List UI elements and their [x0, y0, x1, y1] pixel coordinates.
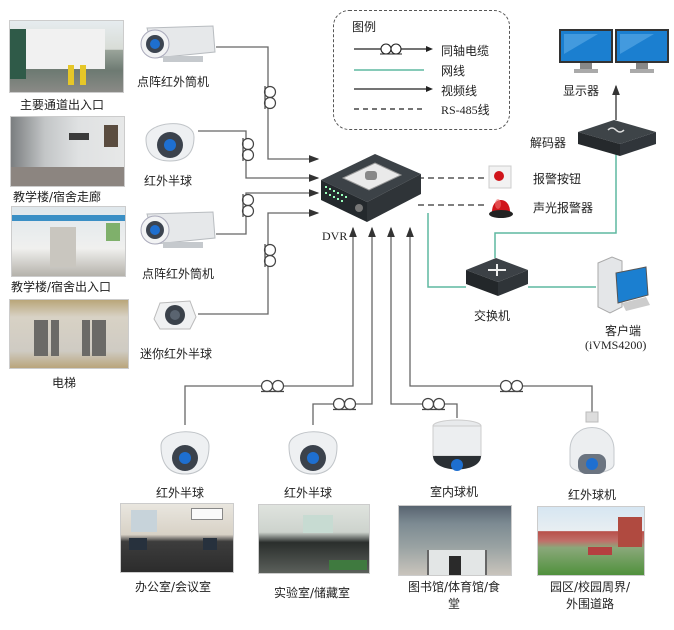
monitor-label: 显示器 — [563, 84, 600, 98]
switch-label: 交换机 — [474, 309, 511, 323]
coax-wire-bottom-4 — [406, 226, 593, 413]
bullet-camera-icon — [140, 25, 216, 62]
camera-label-bottom-3: 室内球机 — [430, 485, 479, 499]
camera-label-2: 红外半球 — [144, 174, 193, 188]
coax-wire-bottom-2 — [312, 226, 376, 425]
legend-title: 图例 — [352, 20, 377, 34]
site-label-building-entrance: 教学楼/宿舍出入口 — [11, 280, 112, 294]
site-label-main-entrance: 主要通道出入口 — [20, 98, 105, 112]
dome-camera-icon — [145, 123, 195, 162]
site-label-office: 办公室/会议室 — [135, 580, 212, 594]
site-label-campus: 园区/校园周界/ 外围道路 — [530, 578, 650, 612]
site-label-laboratory: 实验室/储藏室 — [274, 586, 351, 600]
site-label-campus-line2: 外围道路 — [565, 597, 614, 611]
camera-label-bottom-4: 红外球机 — [568, 488, 617, 502]
client-pc-icon — [597, 256, 650, 314]
legend-coax-symbol — [354, 43, 433, 55]
photo-laboratory — [258, 504, 370, 574]
legend-coax-label: 同轴电缆 — [441, 44, 490, 58]
photo-elevator — [9, 299, 129, 369]
dome-camera-icon — [160, 431, 210, 475]
site-label-campus-line1: 园区/校园周界/ — [549, 580, 631, 594]
site-label-library: 图书馆/体育馆/食 堂 — [398, 578, 510, 612]
photo-main-entrance — [9, 20, 124, 93]
legend-network-label: 网线 — [441, 64, 466, 78]
camera-label-bottom-1: 红外半球 — [156, 486, 205, 500]
legend-video-label: 视频线 — [441, 84, 478, 98]
bullet-camera-icon — [140, 211, 216, 248]
indoor-speed-dome-icon — [432, 419, 482, 471]
monitor-icon — [559, 29, 669, 73]
network-wire-dvr-switch — [427, 213, 466, 288]
site-label-elevator: 电梯 — [52, 376, 77, 390]
legend-symbols — [354, 43, 433, 110]
coax-wire-left-3 — [216, 189, 320, 235]
camera-label-4: 迷你红外半球 — [140, 347, 213, 361]
alarm-button-icon — [488, 165, 512, 189]
camera-label-bottom-2: 红外半球 — [284, 486, 333, 500]
dvr-device — [321, 154, 421, 222]
site-label-corridor: 教学楼/宿舍走廊 — [13, 190, 102, 204]
decoder-label: 解码器 — [530, 136, 567, 150]
coax-wire-left-2 — [198, 130, 320, 182]
photo-corridor — [10, 116, 125, 187]
photo-campus — [537, 506, 645, 576]
coax-wire-left-4 — [198, 209, 320, 315]
network-switch-icon — [466, 258, 528, 296]
dome-camera-icon — [288, 431, 338, 475]
legend-video-symbol — [354, 86, 433, 92]
network-wire-switch-decoder — [494, 152, 617, 258]
siren-label: 声光报警器 — [533, 201, 594, 215]
camera-label-3: 点阵红外筒机 — [142, 267, 215, 281]
legend-rs485-label: RS-485线 — [441, 103, 490, 117]
alarm-button-label: 报警按钮 — [533, 172, 582, 186]
dvr-label: DVR — [322, 229, 348, 243]
coax-wire-bottom-1 — [184, 226, 357, 425]
client-label: 客户端 — [605, 324, 642, 338]
decoder-icon — [578, 120, 656, 156]
photo-office — [120, 503, 234, 573]
photo-building-entrance — [11, 206, 126, 277]
camera-label-1: 点阵红外筒机 — [137, 75, 210, 89]
legend-box: 图例 同轴电缆 网线 视频线 RS-485线 — [333, 10, 510, 130]
client-sublabel: (iVMS4200) — [585, 338, 647, 352]
siren-icon — [489, 199, 513, 218]
coax-wire-left-1 — [216, 46, 320, 163]
site-label-library-line2: 堂 — [447, 597, 460, 611]
photo-library — [398, 505, 512, 576]
site-label-library-line1: 图书馆/体育馆/食 — [407, 580, 501, 594]
mini-dome-camera-icon — [153, 300, 197, 330]
ir-speed-dome-icon — [569, 411, 615, 474]
coax-wire-bottom-3 — [387, 226, 458, 418]
